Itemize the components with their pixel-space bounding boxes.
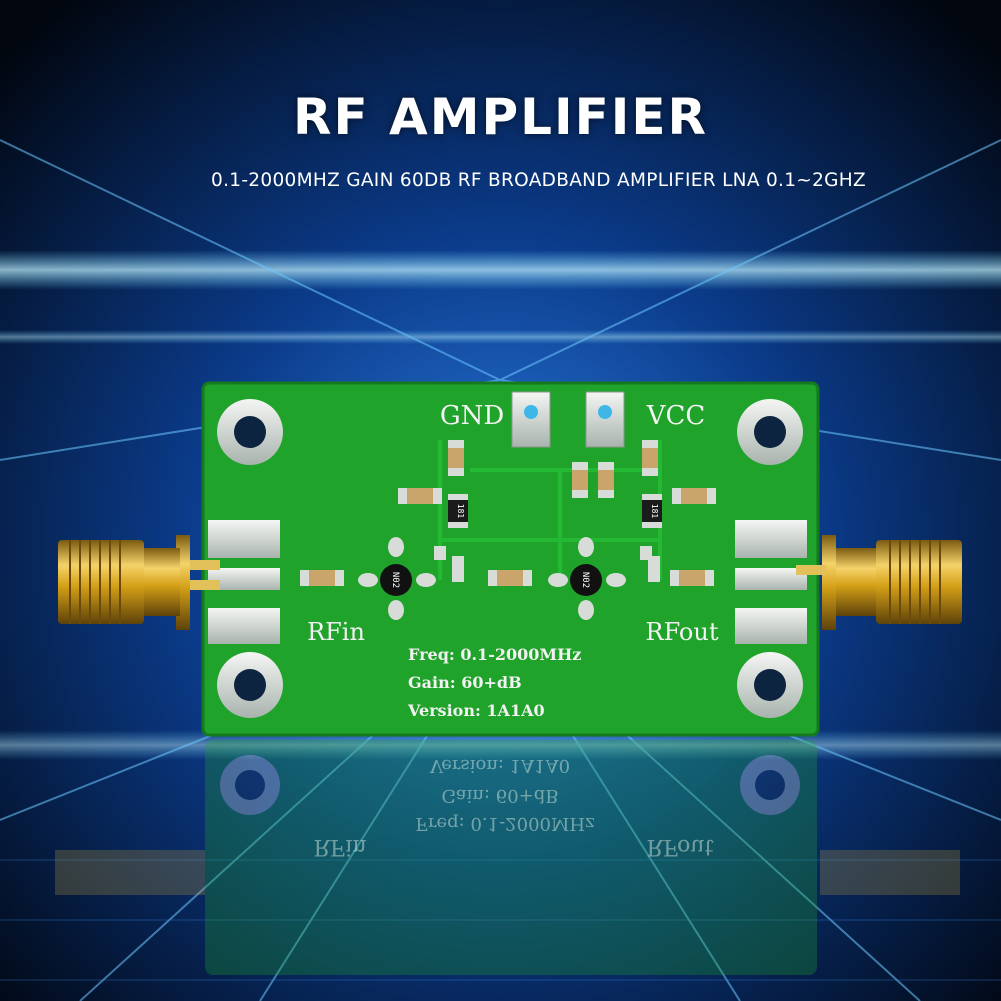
rfin-label: RFin [307,618,365,646]
chip-code-1: N02 [390,572,400,588]
smd-pads [434,546,660,582]
sma-connector-left [58,535,220,630]
gnd-label: GND [440,401,504,431]
page-subtitle: 0.1-2000MHZ GAIN 60DB RF BROADBAND AMPLI… [211,170,866,191]
page-title: RF AMPLIFIER [292,88,709,146]
reflection-rfin-text: RFin [313,834,366,859]
gain-spec: Gain: 60+dB [408,673,522,692]
version-spec: Version: 1A1A0 [407,701,545,720]
vcc-label: VCC [646,401,706,431]
rf-side-pads [208,520,807,644]
freq-spec: Freq: 0.1-2000MHz [408,645,581,664]
sma-connector-right [796,535,962,630]
mounting-holes [217,399,803,718]
gnd-pad [511,391,551,448]
smd-capacitors [300,440,716,586]
reflection-freq-text: Freq: 0.1-2000MHz [415,813,594,834]
reflection-version-text: Version: 1A1A0 [429,755,570,776]
smd-resistors: 181 181 [448,494,662,528]
resistor-code-1: 181 [456,504,465,519]
vcc-pad [585,391,625,448]
chip-code-2: N02 [580,572,590,588]
rfout-label: RFout [646,618,719,646]
pcb-body [201,381,820,737]
reflection-gain-text: Gain: 60+dB [442,785,559,806]
amplifier-chips: N02 N02 [358,537,626,620]
reflection-rfout-text: RFout [647,834,714,859]
resistor-code-2: 181 [650,504,659,519]
